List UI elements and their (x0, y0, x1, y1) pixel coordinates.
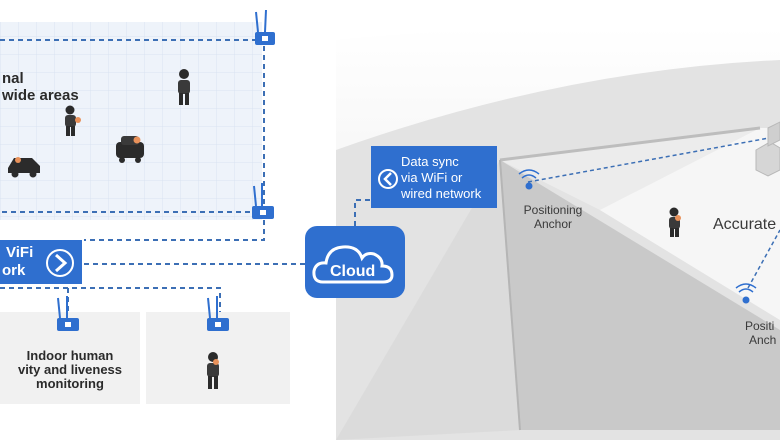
building-front-wall (500, 160, 780, 430)
router-icon (252, 183, 274, 219)
data-sync-line1: Data sync (401, 154, 459, 169)
data-sync-label: Data sync via WiFi or wired network (401, 154, 481, 202)
server-icon (755, 121, 780, 177)
wifi-box-label-line1: ViFi (6, 244, 34, 261)
chevron-left-icon (378, 169, 398, 189)
cloud-box (305, 226, 405, 298)
monitoring-label-line1: Indoor human (26, 348, 114, 363)
router-icon (207, 296, 229, 331)
cloud-icon (312, 245, 394, 284)
anchor-right-line2: Anch (749, 333, 777, 347)
data-sync-line3: wired network (401, 186, 482, 201)
person-icon (669, 207, 681, 237)
wifi-box-label-line2: ork (2, 262, 26, 279)
wifi-signal-icon (735, 283, 757, 304)
anchor-right-label: Positi Anch (745, 319, 776, 347)
person-icon (65, 105, 81, 136)
router-icon (57, 296, 79, 331)
car-icon (8, 157, 40, 178)
cloud-label: Cloud (330, 263, 376, 280)
data-sync-line2: via WiFi or (401, 170, 463, 185)
wide-area-heading-line1: nal (2, 70, 24, 87)
chevron-right-icon (46, 249, 74, 277)
anchor-left-line2: Anchor (533, 217, 573, 231)
person-icon (178, 69, 190, 105)
router-icon (255, 9, 275, 45)
accurate-label: Accurate (713, 216, 777, 233)
monitoring-label: Indoor human vity and liveness monitorin… (0, 349, 140, 391)
anchor-right-line1: Positi (745, 319, 775, 333)
building-left-wall (336, 160, 520, 440)
monitoring-label-line2: vity and liveness (17, 362, 123, 377)
person-icon (207, 352, 219, 389)
wifi-network-box (0, 240, 82, 284)
car-icon (116, 136, 144, 163)
anchor-left-label: Positioning Anchor (508, 203, 598, 231)
anchor-left-line1: Positioning (523, 203, 583, 217)
wifi-signal-icon (518, 169, 540, 190)
monitoring-label-line3: monitoring (36, 376, 104, 391)
wide-area-heading-line2: wide areas (2, 87, 79, 104)
data-sync-box (371, 146, 497, 208)
